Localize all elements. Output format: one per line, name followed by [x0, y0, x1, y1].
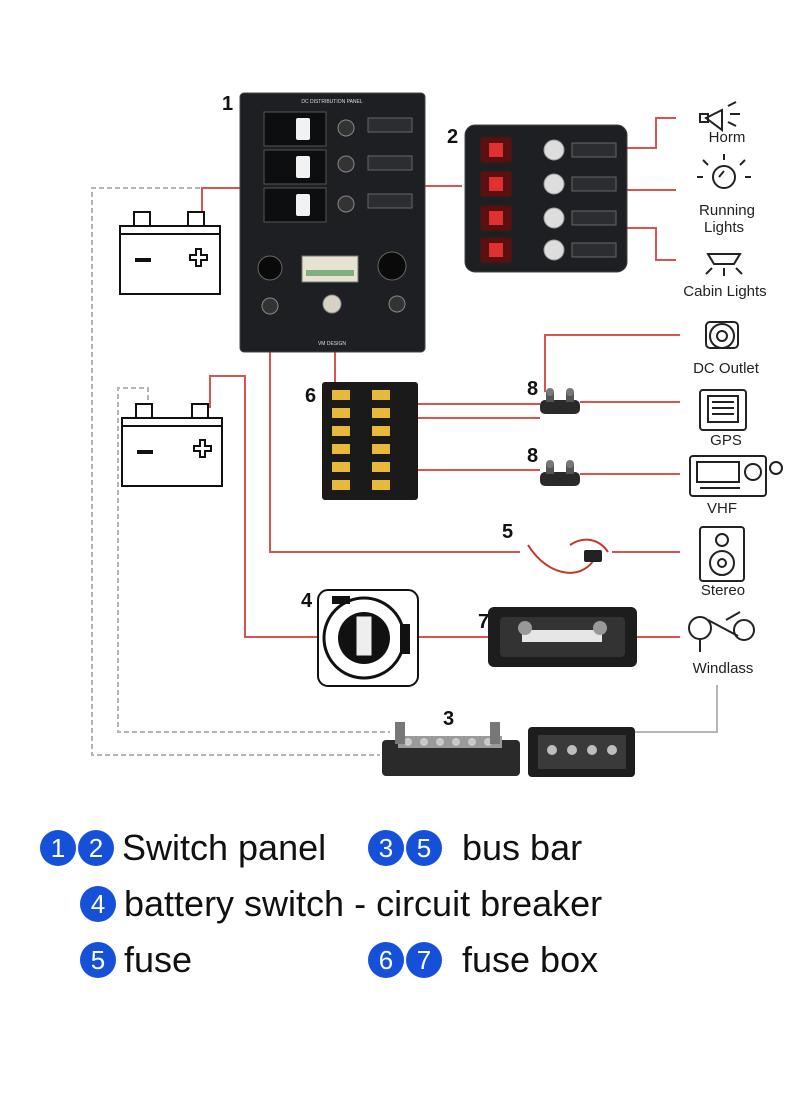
- panel1-switch-row-3: [263, 187, 413, 223]
- panel2-rocker-2: [479, 170, 617, 198]
- legend: 1 2 Switch panel 3 5 bus bar 4 battery s…: [0, 815, 800, 1015]
- legend-text-battery-switch: battery switch - circuit breaker: [124, 883, 603, 924]
- panel2-rocker-1: [479, 136, 617, 164]
- callout-5: 5: [502, 521, 513, 543]
- running-lights-label-2: Lights: [704, 219, 744, 236]
- callout-1: 1: [222, 93, 233, 115]
- running-lights-label-1: Running: [699, 202, 755, 219]
- wire-pos-battery1: [201, 187, 240, 217]
- cabin-lights-label: Cabin Lights: [683, 283, 766, 300]
- wire-cabin: [627, 227, 676, 261]
- wire-neg-battery2: [117, 387, 390, 733]
- dc-outlet-label: DC Outlet: [693, 360, 760, 377]
- legend-badge: 2: [78, 830, 114, 866]
- legend-row-1: 1 2 Switch panel: [40, 827, 326, 869]
- gps-label: GPS: [710, 432, 742, 449]
- wire-horn: [627, 117, 676, 149]
- legend-text-fuse-box: fuse box: [462, 939, 599, 980]
- wire-neg-battery1: [91, 187, 380, 756]
- panel2-rocker-4: [479, 236, 617, 264]
- wire-neg-windlass: [635, 685, 718, 733]
- inline-fuse-5: [527, 538, 609, 574]
- stereo-label: Stereo: [701, 582, 745, 599]
- vhf-label: VHF: [707, 500, 737, 517]
- callout-3: 3: [443, 708, 454, 730]
- legend-row-3: 5 fuse: [80, 939, 192, 981]
- wires: [91, 117, 718, 756]
- wire-panel-down: [269, 352, 520, 553]
- panel1-switch-row-1: [263, 111, 413, 147]
- panel2-rocker-3: [479, 204, 617, 232]
- legend-text-bus-bar: bus bar: [462, 827, 583, 868]
- dc-outlet-icon: [705, 321, 739, 349]
- svg-text:DC DISTRIBUTION PANEL: DC DISTRIBUTION PANEL: [301, 99, 363, 105]
- callout-6: 6: [305, 385, 316, 407]
- cabin-lights-icon: [705, 253, 743, 276]
- gps-icon: [699, 389, 747, 431]
- vhf-icon: [689, 455, 783, 497]
- bus-bar-3: [382, 722, 635, 777]
- legend-row-2: 4 battery switch - circuit breaker: [80, 883, 602, 925]
- stereo-icon: [699, 526, 745, 582]
- legend-badge: 4: [80, 886, 116, 922]
- callout-8b: 8: [527, 445, 538, 467]
- battery-switch-4: [317, 589, 419, 687]
- legend-row-1b: 3 5 bus bar: [368, 827, 582, 869]
- legend-badge: 7: [406, 942, 442, 978]
- legend-badge: 5: [80, 942, 116, 978]
- legend-badge: 1: [40, 830, 76, 866]
- wire-dc-outlet: [544, 334, 680, 392]
- fuse-holder-7: [488, 607, 637, 667]
- callout-2: 2: [447, 126, 458, 148]
- svg-text:VM DESIGN: VM DESIGN: [318, 341, 346, 347]
- battery-2: [121, 403, 223, 487]
- legend-row-3b: 6 7 fuse box: [368, 939, 598, 981]
- terminal-8a: [540, 388, 580, 414]
- legend-badge: 3: [368, 830, 404, 866]
- terminal-8b: [540, 460, 580, 486]
- legend-text-switch-panel: Switch panel: [122, 827, 327, 868]
- wire-pos-battery2: [209, 375, 318, 638]
- legend-text-fuse: fuse: [124, 939, 193, 980]
- callout-4: 4: [301, 590, 313, 612]
- legend-badge: 6: [368, 942, 404, 978]
- switch-panel-1: DC DISTRIBUTION PANEL VM DESIGN: [239, 92, 426, 353]
- running-lights-icon: [697, 154, 751, 189]
- windlass-icon: [688, 611, 755, 652]
- horn-icon: [699, 101, 740, 132]
- windlass-label: Windlass: [693, 660, 754, 677]
- horn-label: Horm: [709, 129, 746, 146]
- switch-panel-2: [464, 124, 628, 273]
- legend-badge: 5: [406, 830, 442, 866]
- callout-7: 7: [478, 611, 489, 633]
- battery-1: [119, 211, 221, 295]
- wiring-diagram: DC DISTRIBUTION PANEL VM DESIGN: [91, 92, 783, 777]
- callout-8a: 8: [527, 378, 538, 400]
- fuse-box-6: [322, 382, 418, 500]
- panel1-switch-row-2: [263, 149, 413, 185]
